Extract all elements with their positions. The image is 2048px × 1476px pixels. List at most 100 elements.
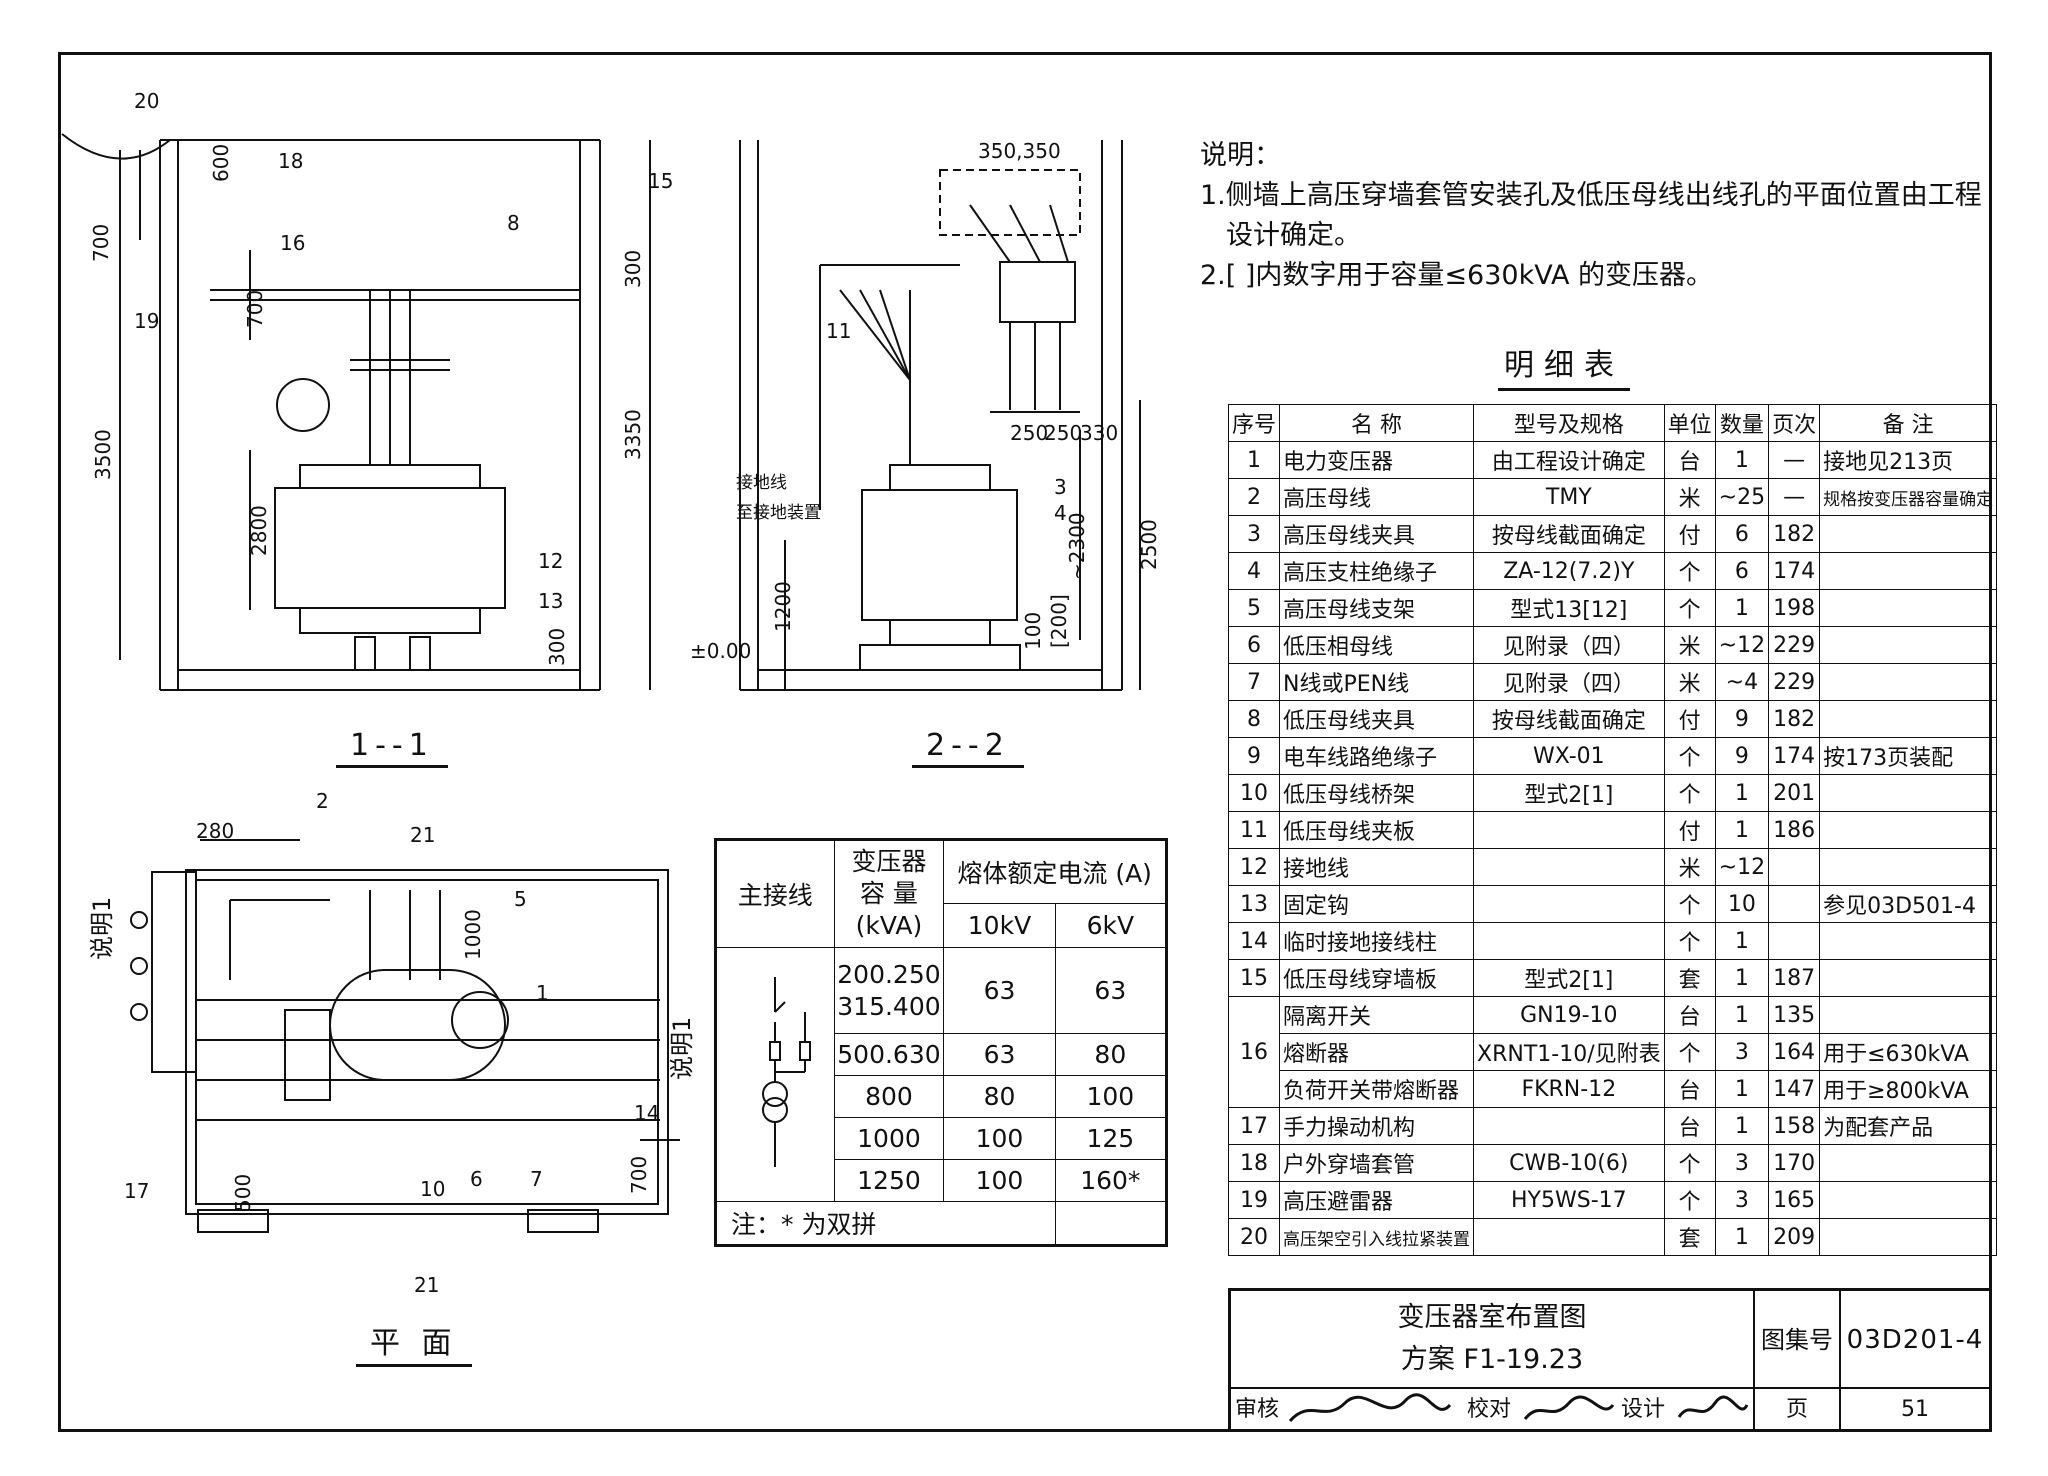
cell-page: — (1768, 478, 1821, 516)
cell-remark (1819, 552, 1998, 590)
note-ref-left: 说明1 (88, 897, 116, 960)
fuse-cap-line-1: 200.250 (837, 959, 941, 989)
cell-unit: 个 (1663, 1181, 1716, 1219)
cell-no: 18 (1227, 1144, 1281, 1182)
title-block-main: 变压器室布置图 方案 F1-19.23 (1231, 1291, 1755, 1389)
cell-name: 隔离开关 (1279, 996, 1475, 1034)
label-19: 19 (134, 309, 159, 333)
label-15: 15 (648, 169, 673, 193)
dim-700b: 700 (243, 290, 267, 328)
cell-name: 低压母线夹板 (1279, 811, 1475, 849)
cell-remark (1819, 774, 1998, 812)
cell-page: 187 (1768, 959, 1821, 997)
cell-no: 7 (1227, 663, 1281, 701)
label-13: 13 (538, 589, 563, 613)
dim-2300: ~2300 (1065, 512, 1089, 580)
cell-no: 16 (1227, 996, 1281, 1108)
cell-page: 198 (1768, 589, 1821, 627)
cell-unit: 个 (1663, 552, 1716, 590)
table-row: 20 高压架空引入线拉紧装置 套 1 209 (1227, 1218, 1998, 1256)
designer-signature (1677, 1395, 1749, 1418)
cell-qty: 3 (1714, 1033, 1770, 1071)
cell-remark: 用于≤630kVA (1819, 1033, 1998, 1071)
cell-spec: 见附录（四） (1473, 626, 1665, 664)
fuse-table: 主接线 变压器 容 量 (kVA) 熔体额定电流 (A) 10kV 6kV (714, 838, 1168, 1247)
cell-unit: 台 (1663, 1107, 1716, 1145)
cell-qty: 1 (1714, 1218, 1770, 1256)
cell-no: 14 (1227, 922, 1281, 960)
table-row: 2 高压母线 TMY 米 ~25 — 规格按变压器容量确定 (1227, 478, 1998, 516)
cell-page (1768, 848, 1821, 886)
cell-spec (1473, 1218, 1665, 1256)
cell-qty: 10 (1714, 885, 1770, 923)
cell-remark (1819, 996, 1998, 1034)
cell-spec: 由工程设计确定 (1473, 441, 1665, 479)
dim-200: [200] (1047, 594, 1071, 648)
dim-250b: 250 (1044, 421, 1082, 445)
cell-no: 20 (1227, 1218, 1281, 1256)
table-row: 12 接地线 米 ~12 (1227, 848, 1998, 886)
cell-remark: 规格按变压器容量确定 (1819, 478, 1998, 516)
cell-page: — (1768, 441, 1821, 479)
header-name: 名 称 (1279, 404, 1475, 442)
detail-table: 序号 名 称 型号及规格 单位 数量 页次 备 注 1 电力变压器 由工程设计确… (1227, 404, 1998, 1256)
fuse-10kv: 63 (943, 1033, 1056, 1076)
page-label: 页 (1755, 1389, 1841, 1431)
table-row: 3 高压母线夹具 按母线截面确定 付 6 182 (1227, 515, 1998, 553)
cell-unit: 米 (1663, 626, 1716, 664)
cell-page: 182 (1768, 700, 1821, 738)
cell-spec: 型式2[1] (1473, 959, 1665, 997)
fuse-row: 1250 100 160* (716, 1159, 1168, 1202)
fuse-cap: 500.630 (833, 1033, 945, 1076)
cell-no: 13 (1227, 885, 1281, 923)
plan-label-14: 14 (634, 1101, 659, 1125)
plan-label-21-top: 21 (410, 823, 435, 847)
cell-qty: 1 (1714, 589, 1770, 627)
table-row: 负荷开关带熔断器 FKRN-12 台 1 147 用于≥800kVA (1229, 1070, 1998, 1108)
fuse-header-rated: 熔体额定电流 (A) (943, 839, 1167, 904)
cell-unit: 台 (1663, 996, 1716, 1034)
fuse-6kv: 80 (1054, 1033, 1168, 1076)
cell-remark (1819, 1144, 1998, 1182)
elevation-0: ±0.00 (690, 639, 751, 663)
cell-page: 186 (1768, 811, 1821, 849)
cell-name: N线或PEN线 (1279, 663, 1475, 701)
fuse-row: 500.630 63 80 (716, 1033, 1168, 1076)
cell-spec: 型式13[12] (1473, 589, 1665, 627)
header-no: 序号 (1227, 404, 1281, 442)
cell-remark (1819, 663, 1998, 701)
cell-name: 手力操动机构 (1279, 1107, 1475, 1145)
table-row: 19 高压避雷器 HY5WS-17 个 3 165 (1227, 1181, 1998, 1219)
dim-1200: 1200 (771, 581, 795, 632)
cell-no: 12 (1227, 848, 1281, 886)
fuse-cap: 800 (833, 1075, 945, 1118)
dim-2800: 2800 (247, 505, 271, 556)
cell-spec: WX-01 (1473, 737, 1665, 775)
cell-name: 低压母线穿墙板 (1279, 959, 1475, 997)
cell-no: 6 (1227, 626, 1281, 664)
review-label: 审核 (1235, 1397, 1280, 1422)
fuse-cap-line-2: 315.400 (837, 991, 941, 1021)
cell-qty: 1 (1714, 1107, 1770, 1145)
cell-unit: 个 (1663, 737, 1716, 775)
wiring-diagram-icon (762, 976, 812, 1167)
cell-name: 负荷开关带熔断器 (1279, 1070, 1475, 1108)
cell-spec: CWB-10(6) (1473, 1144, 1665, 1182)
cell-name: 高压母线夹具 (1279, 515, 1475, 553)
cell-unit: 个 (1663, 1033, 1716, 1071)
cell-qty: 1 (1714, 441, 1770, 479)
dim-350-350: 350,350 (978, 139, 1061, 163)
table-row: 8 低压母线夹具 按母线截面确定 付 9 182 (1227, 700, 1998, 738)
fuse-header-capacity: 变压器 容 量 (kVA) (833, 839, 945, 948)
fuse-header-main: 主接线 (715, 839, 835, 948)
plan-caption: 平 面 (356, 1318, 472, 1367)
cell-page: 174 (1768, 552, 1821, 590)
fuse-cap: 1000 (833, 1117, 945, 1160)
cell-qty: 1 (1714, 774, 1770, 812)
fuse-6kv: 100 (1054, 1075, 1168, 1118)
cell-name: 熔断器 (1279, 1033, 1475, 1071)
cell-qty: 3 (1714, 1144, 1770, 1182)
fuse-note: 注：* 为双拼 (715, 1201, 1056, 1246)
table-row: 4 高压支柱绝缘子 ZA-12(7.2)Y 个 6 174 (1227, 552, 1998, 590)
cell-unit: 个 (1663, 589, 1716, 627)
